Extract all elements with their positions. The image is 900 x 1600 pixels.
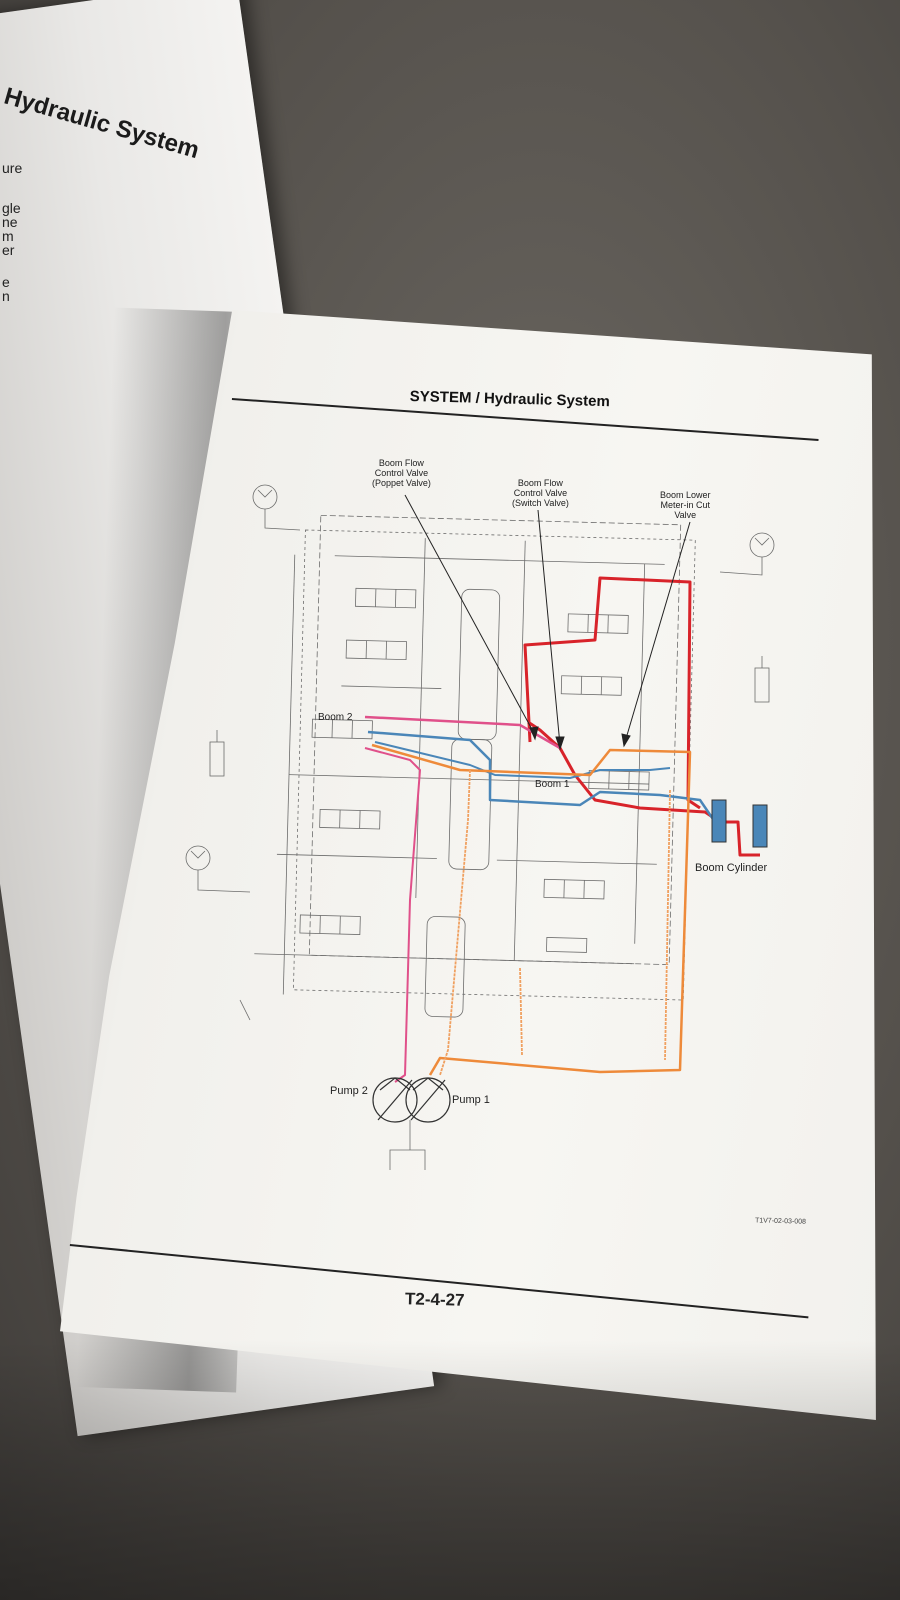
- left-fragment: m: [2, 228, 14, 244]
- label-boom-lower-cut: Boom Lower Meter-in Cut Valve: [660, 490, 711, 520]
- label-boom-cylinder: Boom Cylinder: [695, 862, 768, 874]
- left-fragment: e: [2, 274, 10, 290]
- left-fragment: ure: [2, 160, 23, 176]
- label-boom2: Boom 2: [318, 712, 353, 723]
- left-fragment: er: [2, 242, 15, 258]
- label-pump1: Pump 1: [452, 1094, 490, 1106]
- figure-id: T1V7-02-03-008: [754, 1217, 807, 1226]
- label-pump2: Pump 2: [330, 1085, 368, 1097]
- page-number: T2-4-27: [404, 1289, 465, 1310]
- left-fragment: ne: [2, 214, 18, 230]
- left-fragment: gle: [2, 200, 21, 216]
- left-fragment: n: [2, 288, 10, 304]
- label-boom-flow-poppet: Boom Flow Control Valve (Poppet Valve): [372, 458, 431, 488]
- label-boom-flow-switch: Boom Flow Control Valve (Switch Valve): [512, 478, 569, 508]
- floor-shadow: [0, 1340, 900, 1600]
- label-boom1: Boom 1: [535, 779, 570, 790]
